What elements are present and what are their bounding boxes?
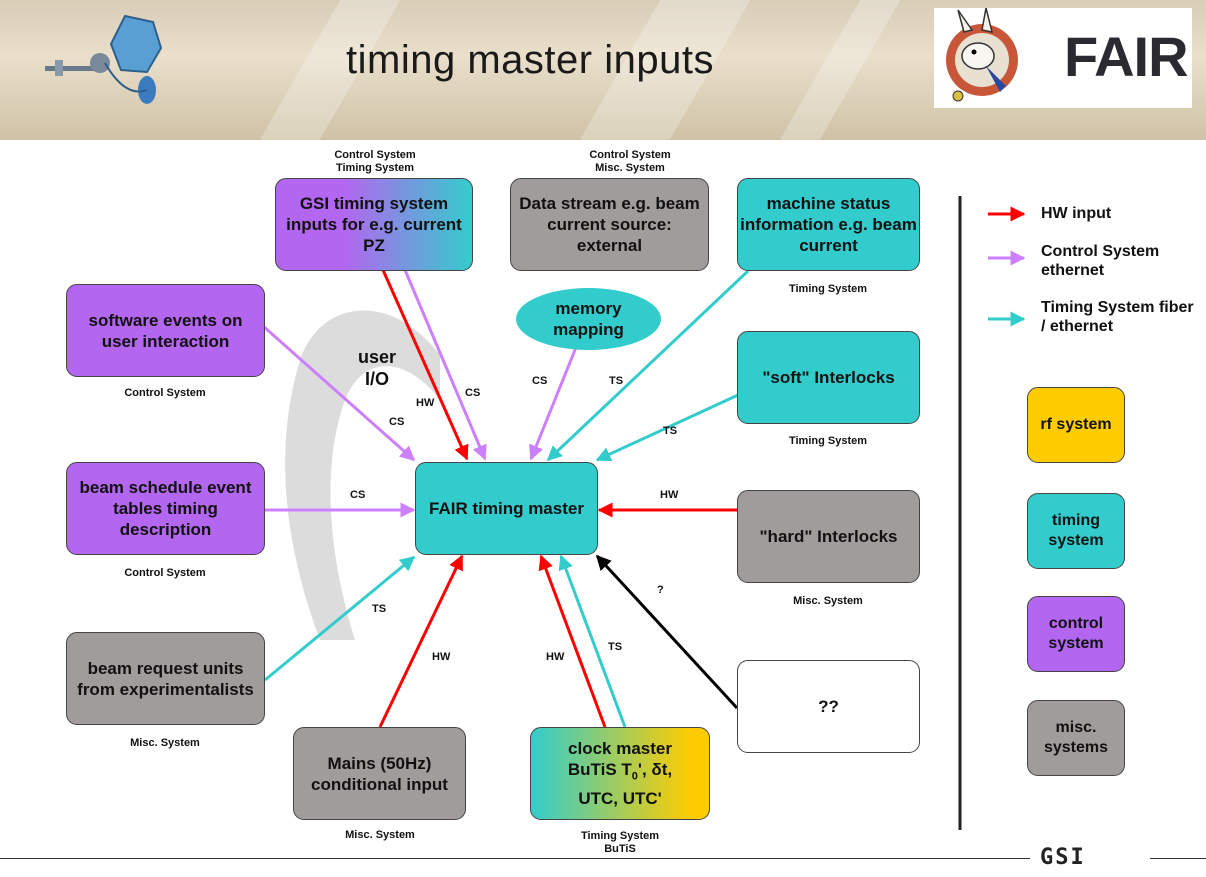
memory-mapping-box: memory mapping xyxy=(516,288,661,350)
user-io-shape xyxy=(285,310,440,640)
legend-control-box: control system xyxy=(1027,596,1125,672)
edge-label-hw-mains: HW xyxy=(432,651,451,663)
gsi-logo: GSI xyxy=(1040,845,1086,870)
legend-rf-box: rf system xyxy=(1027,387,1125,463)
edge-label-hw-hard: HW xyxy=(660,489,679,501)
accelerator-logo-icon xyxy=(35,8,185,108)
unknown-box: ?? xyxy=(737,660,920,753)
legend-ts-label: Timing System fiber / ethernet xyxy=(1041,299,1194,335)
fair-timing-master-box: FAIR timing master xyxy=(415,462,598,555)
edge-label-cs-schedule: CS xyxy=(350,489,366,501)
clock-master-box: clock master BuTiS T0', δt, UTC, UTC' xyxy=(530,727,710,820)
clock-master-line3: UTC, UTC' xyxy=(578,788,662,808)
footer-rule xyxy=(0,858,1030,859)
software-events-box: software events on user interaction xyxy=(66,284,265,377)
edge-label-hw-clock: HW xyxy=(546,651,565,663)
caption-data-stream: Control System Misc. System xyxy=(589,149,671,174)
footer-rule-right xyxy=(1150,858,1206,859)
legend-misc-box: misc. systems xyxy=(1027,700,1125,776)
cs-arrow-gsi xyxy=(403,269,487,461)
page-title: timing master inputs xyxy=(346,38,714,82)
clock-master-line1: clock master xyxy=(568,739,672,759)
clock-master-subscript: 0 xyxy=(631,770,638,783)
hw-arrow-gsi xyxy=(381,269,469,461)
mains-box: Mains (50Hz) conditional input xyxy=(293,727,466,820)
hw-arrow-clock xyxy=(538,554,607,728)
edge-label-unknown: ? xyxy=(657,584,664,596)
unknown-arrow xyxy=(595,554,739,710)
caption-software-events: Control System xyxy=(124,387,206,399)
machine-status-box: machine status information e.g. beam cur… xyxy=(737,178,920,271)
beam-schedule-box: beam schedule event tables timing descri… xyxy=(66,462,265,555)
caption-beam-request: Misc. System xyxy=(130,737,200,749)
caption-beam-schedule: Control System xyxy=(124,567,206,579)
data-stream-box: Data stream e.g. beam current source: ex… xyxy=(510,178,709,271)
legend-cs-label: Control System ethernet xyxy=(1041,243,1160,279)
edge-label-ts-request: TS xyxy=(372,603,387,615)
edge-label-cs-gsi: CS xyxy=(465,387,481,399)
fair-logo xyxy=(934,7,1192,108)
hard-interlocks-box: "hard" Interlocks xyxy=(737,490,920,583)
edge-label-cs-memory: CS xyxy=(532,375,548,387)
rabbit-mascot-icon xyxy=(946,7,1018,102)
edge-label-ts-machine: TS xyxy=(609,375,624,387)
ts-arrow-machine xyxy=(546,269,750,462)
clock-master-line2: BuTiS T0', δt, xyxy=(568,759,672,787)
clock-master-delta: ', δt, xyxy=(637,760,673,780)
soft-interlocks-box: "soft" Interlocks xyxy=(737,331,920,424)
cs-arrow-software xyxy=(262,324,416,462)
caption-mains: Misc. System xyxy=(345,829,415,841)
fair-logo-text: FAIR xyxy=(1064,25,1189,88)
ts-arrow-soft xyxy=(595,393,739,462)
edge-label-hw-gsi: HW xyxy=(416,397,435,409)
clock-master-butis: BuTiS T xyxy=(567,760,632,780)
ts-arrow-request xyxy=(264,555,416,682)
edge-label-cs-software: CS xyxy=(389,416,405,428)
beam-request-box: beam request units from experimentalists xyxy=(66,632,265,725)
caption-clock-master: Timing System BuTiS xyxy=(580,830,660,855)
gsi-timing-box: GSI timing system inputs for e.g. curren… xyxy=(275,178,473,271)
hw-arrow-mains xyxy=(378,554,464,728)
edge-label-ts-soft: TS xyxy=(663,425,678,437)
user-io-label: user I/O xyxy=(358,347,397,389)
ts-arrow-clock xyxy=(558,554,627,728)
caption-hard-interlocks: Misc. System xyxy=(793,595,863,607)
cs-arrow-memory xyxy=(529,344,579,461)
caption-machine-status: Timing System xyxy=(788,283,868,295)
legend-hw-label: HW input xyxy=(1041,205,1112,222)
edge-label-ts-clock: TS xyxy=(608,641,623,653)
caption-soft-interlocks: Timing System xyxy=(788,435,868,447)
legend-timing-box: timing system xyxy=(1027,493,1125,569)
caption-gsi-timing: Control System Timing System xyxy=(334,149,416,174)
